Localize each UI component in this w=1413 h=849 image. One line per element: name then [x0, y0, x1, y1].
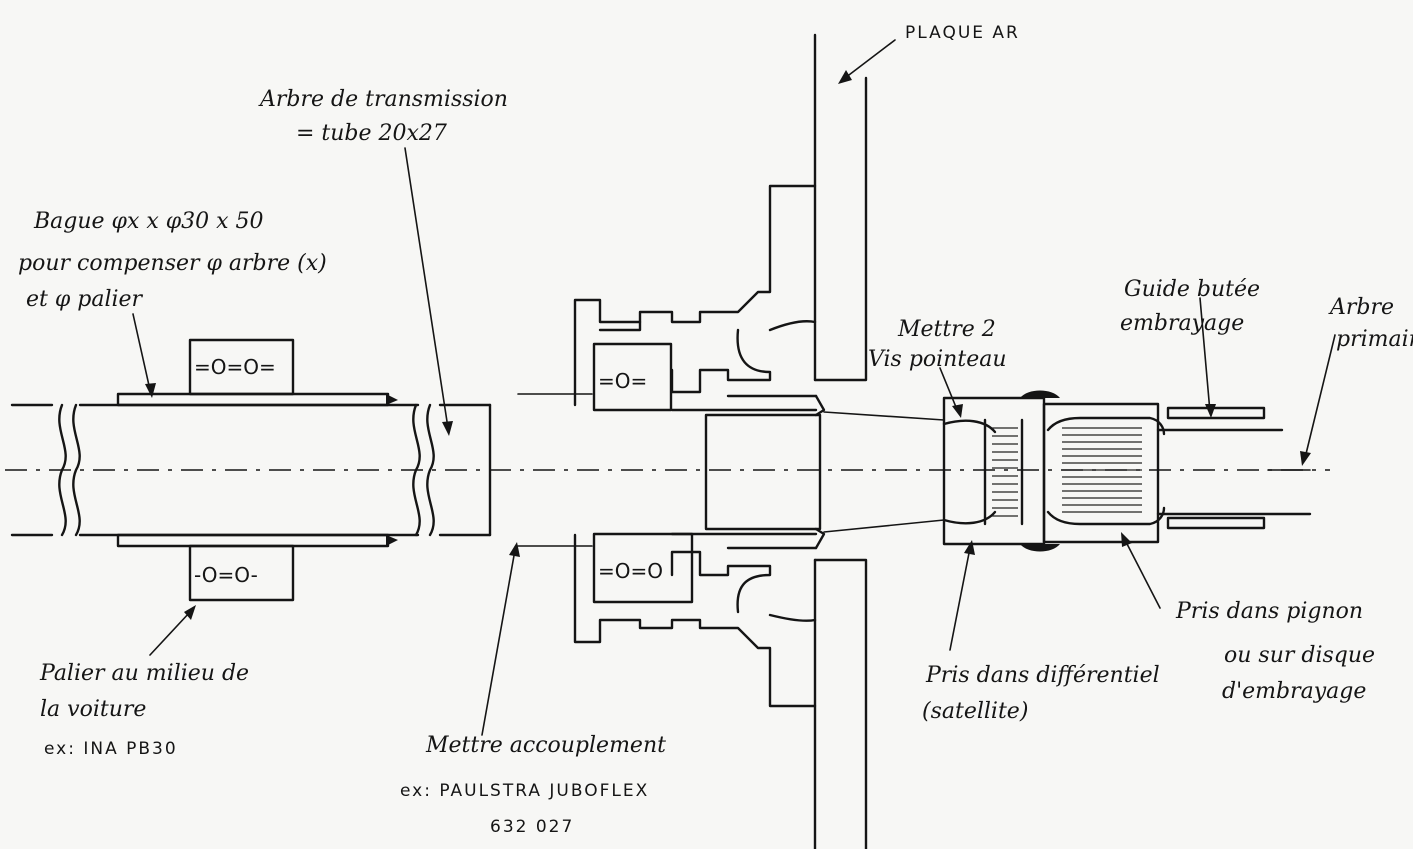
center-bearing: =O=O= -O=O- — [188, 338, 295, 602]
arbre-transmission-tube-label: = tube 20x27 — [296, 121, 447, 146]
mettre-vis-label: Mettre 2 — [897, 317, 996, 342]
guide-embrayage-label: embrayage — [1120, 311, 1244, 336]
guide-butee-label: Guide butée — [1124, 277, 1260, 302]
coupling-bottom-mark: =O=O — [598, 559, 663, 583]
arbre-primaire-label: Arbre — [1328, 295, 1394, 320]
bearing-top-mark: =O=O= — [194, 355, 276, 379]
vis-pointeau-label: Vis pointeau — [868, 347, 1007, 372]
coupling-top-mark: =O= — [598, 369, 647, 393]
leader-lines — [132, 39, 1336, 736]
palier-label: Palier au milieu de — [39, 661, 249, 686]
coupling-flange: =O= =O=O — [573, 184, 826, 708]
bague-compenser-label: pour compenser φ arbre (x) — [18, 251, 327, 276]
palier-ref-label: ex: INA PB30 — [44, 739, 178, 759]
disque-label: ou sur disque — [1224, 643, 1375, 668]
arbre-primaire-label-2: primaire — [1336, 327, 1413, 352]
palier-voiture-label: la voiture — [40, 697, 146, 722]
pinion-sleeve — [1042, 402, 1166, 544]
paulstra-label: ex: PAULSTRA JUBOFLEX — [400, 781, 649, 801]
bague-label: Bague φx x φ30 x 50 — [33, 209, 264, 234]
bague-palier-label: et φ palier — [26, 287, 144, 312]
satellite-label: (satellite) — [922, 699, 1028, 724]
rear-plate — [813, 33, 868, 849]
plaque-label: PLAQUE AR — [905, 23, 1020, 43]
embrayage-label: d'embrayage — [1222, 679, 1366, 704]
primary-shaft — [1156, 406, 1312, 530]
pignon-label: Pris dans pignon — [1175, 599, 1363, 624]
accouplement-label: Mettre accouplement — [425, 733, 666, 758]
bearing-bottom-mark: -O=O- — [194, 563, 258, 587]
differentiel-label: Pris dans différentiel — [925, 663, 1160, 688]
arbre-transmission-label: Arbre de transmission — [258, 87, 508, 112]
paulstra-ref-label: 632 027 — [490, 817, 574, 837]
